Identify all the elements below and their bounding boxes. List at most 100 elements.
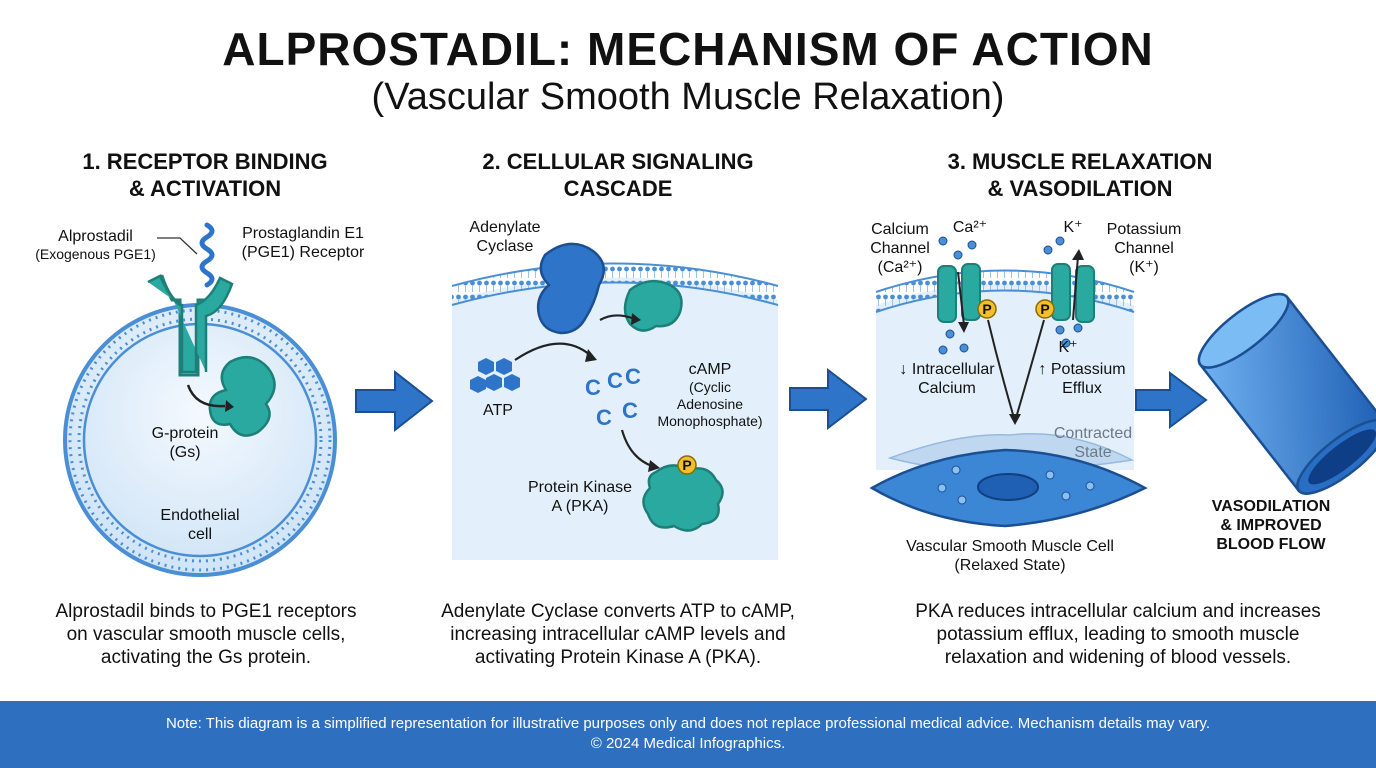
footer-copyright: © 2024 Medical Infographics. (590, 735, 786, 752)
panel-2-desc-line3: activating Protein Kinase A (PKA). (474, 647, 762, 668)
panel-2-heading-line1: 2. CELLULAR SIGNALING (482, 149, 754, 174)
calcium-effect-line2: Calcium (918, 380, 976, 397)
ca-channel-line3: (Ca²⁺) (877, 259, 923, 276)
g-protein-label-line2: (Gs) (169, 444, 201, 461)
alprostadil-molecule (199, 222, 215, 288)
smc-label-line1: Vascular Smooth Muscle Cell (906, 538, 1114, 555)
svg-text:C: C (622, 398, 638, 423)
panel-3-desc-line1: PKA reduces intracellular calcium and in… (915, 601, 1321, 622)
svg-text:C: C (585, 375, 601, 400)
calcium-channel (937, 263, 981, 323)
page-subtitle: (Vascular Smooth Muscle Relaxation) (371, 76, 1005, 118)
pge1-receptor (147, 274, 234, 377)
camp-label: cAMP (Cyclic Adenosine Monophosphate) (640, 360, 780, 430)
panel-2-heading-line2: CASCADE (563, 176, 673, 201)
activation-arrow (186, 384, 226, 408)
ac-label-line1: Adenylate (469, 219, 541, 236)
potassium-effect-line1: ↑ Potassium (1038, 361, 1126, 378)
activation-arrowhead (225, 400, 234, 412)
result-line2: & IMPROVED (1220, 517, 1322, 534)
panel-1-description: Alprostadil binds to PGE1 receptors on v… (0, 600, 416, 669)
pka-label-line1: Protein Kinase (527, 479, 633, 496)
potassium-inner-label: K⁺ (1058, 339, 1078, 356)
smc-label-line2: (Relaxed State) (954, 557, 1066, 574)
panel-2-heading: 2. CELLULAR SIGNALING CASCADE (428, 148, 808, 202)
page-title: ALPROSTADIL: MECHANISM OF ACTION (222, 23, 1154, 75)
panel-1-desc-line2: on vascular smooth muscle cells, (66, 624, 346, 645)
step-arrow-3 (1135, 371, 1208, 429)
adenylate-cyclase (536, 242, 606, 335)
alprostadil-label-line2: (Exogenous PGE1) (35, 246, 156, 262)
calcium-effect-label: ↓ Intracellular Calcium (882, 360, 1012, 398)
contracted-state-label: Contracted State (1038, 424, 1148, 462)
contracted-line1: Contracted (1053, 425, 1133, 442)
endothelial-label-line1: Endothelial (160, 507, 240, 524)
pka-label: Protein Kinase A (PKA) (510, 478, 650, 516)
camp-label-line1: cAMP (688, 361, 732, 378)
potassium-effect-label: ↑ Potassium Efflux (1026, 360, 1138, 398)
receptor-label: Prostaglandin E1 (PGE1) Receptor (228, 224, 378, 262)
activated-gs (623, 279, 683, 332)
calcium-effect-line1: ↓ Intracellular (899, 361, 995, 378)
alprostadil-label-line1: Alprostadil (58, 228, 133, 245)
potassium-channel-label: Potassium Channel (K⁺) (1096, 220, 1192, 277)
protein-kinase-a (642, 464, 724, 532)
panel-3-heading: 3. MUSCLE RELAXATION & VASODILATION (890, 148, 1270, 202)
panel-2-desc-line2: increasing intracellular cAMP levels and (450, 624, 786, 645)
potassium-ion-label: K⁺ (1063, 219, 1083, 236)
pka-activation-arrow (620, 429, 653, 468)
step-arrow-1 (355, 369, 434, 433)
k-channel-line1: Potassium (1106, 221, 1182, 238)
mechanism-illustration: C C C C C (63, 222, 1376, 577)
panel-3-heading-line1: 3. MUSCLE RELAXATION (947, 149, 1213, 174)
panel-3-heading-line2: & VASODILATION (987, 176, 1173, 201)
panel-1-desc-line1: Alprostadil binds to PGE1 receptors (55, 601, 357, 622)
camp-molecules: C C C C C (585, 364, 641, 430)
potassium-effect-line2: Efflux (1062, 380, 1102, 397)
svg-text:C: C (625, 364, 641, 389)
phosphate-icon (677, 455, 697, 475)
phosphate-label-calcium: P (982, 301, 992, 317)
receptor-label-line2: (PGE1) Receptor (241, 244, 365, 261)
g-protein (208, 355, 276, 437)
adenylate-cyclase-label: Adenylate Cyclase (455, 218, 555, 256)
svg-text:C: C (607, 368, 623, 393)
blood-vessel-icon (1197, 292, 1376, 495)
panel-2-desc-line1: Adenylate Cyclase converts ATP to cAMP, (441, 601, 795, 622)
cell-nucleus (977, 473, 1039, 501)
phosphate-label: P (682, 457, 692, 473)
receptor-label-line1: Prostaglandin E1 (242, 225, 364, 242)
k-channel-line2: Channel (1114, 240, 1174, 257)
camp-label-line3: Adenosine (676, 396, 744, 412)
panel-3-desc-line3: relaxation and widening of blood vessels… (944, 647, 1292, 668)
g-protein-label-line1: G-protein (151, 425, 219, 442)
panel-1-heading-line2: & ACTIVATION (128, 176, 282, 201)
ac-label-line2: Cyclase (476, 238, 534, 255)
drug-pointer-line (157, 237, 198, 255)
result-line3: BLOOD FLOW (1216, 536, 1326, 553)
panel-1-heading-line1: 1. RECEPTOR BINDING (82, 149, 328, 174)
svg-text:C: C (596, 405, 612, 430)
phosphate-label-potassium: P (1040, 301, 1050, 317)
footer-note: Note: This diagram is a simplified repre… (165, 715, 1211, 732)
potassium-channel (1051, 263, 1095, 323)
contracted-line2: State (1074, 444, 1112, 461)
endothelial-cell-label: Endothelial cell (130, 506, 270, 544)
ca-channel-line1: Calcium (871, 221, 929, 238)
phosphate-icon-calcium (977, 299, 997, 319)
calcium-ion-label: Ca²⁺ (952, 219, 988, 236)
phosphate-icon-potassium (1035, 299, 1055, 319)
vasodilation-result-label: VASODILATION & IMPROVED BLOOD FLOW (1196, 497, 1346, 554)
panel-1-heading: 1. RECEPTOR BINDING & ACTIVATION (15, 148, 395, 202)
result-line1: VASODILATION (1211, 498, 1331, 515)
ca-channel-line2: Channel (870, 240, 930, 257)
panel-1-desc-line3: activating the Gs protein. (100, 647, 312, 668)
atp-label: ATP (483, 402, 513, 419)
endothelial-label-line2: cell (187, 526, 212, 543)
smooth-muscle-cell-label: Vascular Smooth Muscle Cell (Relaxed Sta… (880, 537, 1140, 575)
footer-disclaimer: Note: This diagram is a simplified repre… (0, 701, 1376, 768)
pka-label-line2: A (PKA) (551, 498, 609, 515)
atp-molecules (470, 358, 520, 393)
conversion-arrow (514, 342, 591, 361)
panel-2-description: Adenylate Cyclase converts ATP to cAMP, … (408, 600, 828, 669)
